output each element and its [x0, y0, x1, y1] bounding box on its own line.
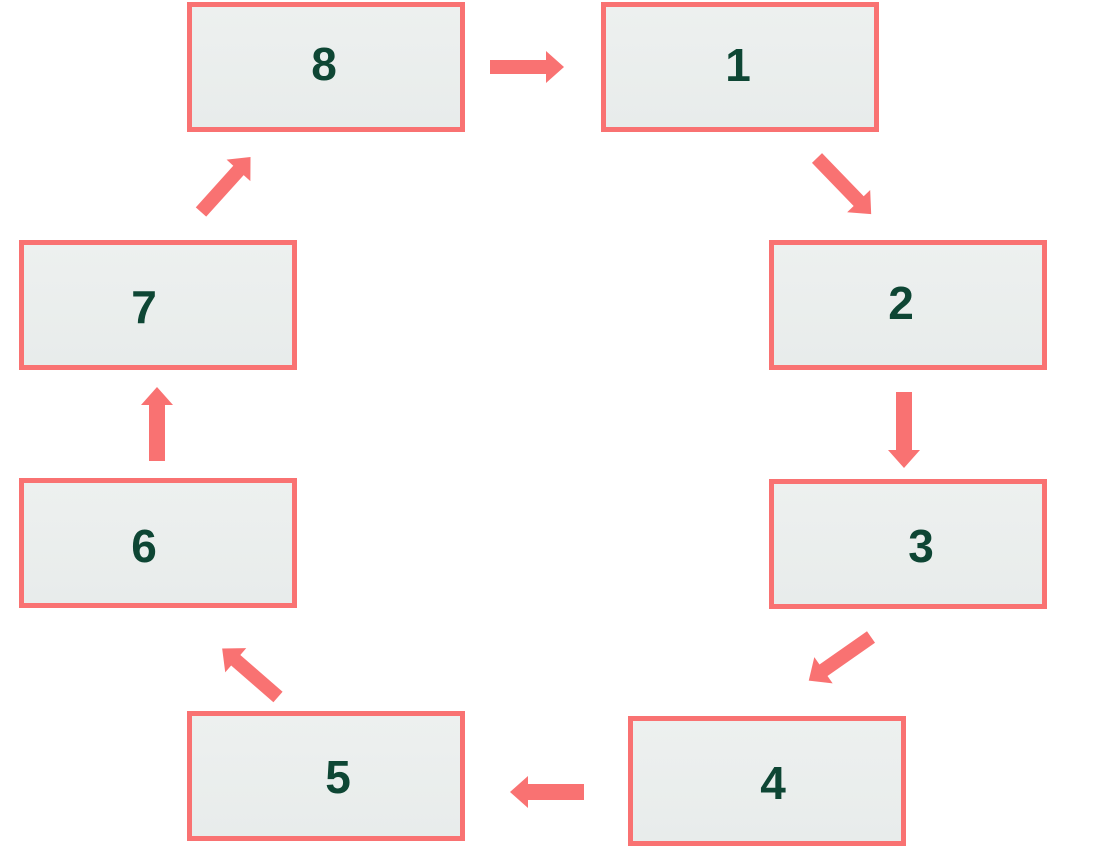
step-box-1: 1: [601, 2, 879, 132]
step-label-7: 7: [131, 281, 157, 333]
arrow-2-to-3: [888, 392, 920, 468]
arrow-5-to-6: [222, 648, 283, 703]
arrow-3-to-4: [808, 631, 876, 684]
step-label-4: 4: [760, 757, 786, 809]
step-box-4: 4: [628, 716, 906, 846]
step-label-6: 6: [131, 520, 157, 572]
arrow-7-to-8: [195, 157, 251, 217]
step-box-7: 7: [19, 240, 297, 370]
step-label-3: 3: [908, 520, 934, 572]
arrow-8-to-1: [490, 51, 564, 83]
arrow-4-to-5: [510, 776, 584, 808]
arrow-1-to-2: [811, 153, 872, 215]
step-box-5: 5: [187, 711, 465, 841]
step-label-1: 1: [725, 39, 751, 91]
step-box-8: 8: [187, 2, 465, 132]
step-label-8: 8: [311, 38, 337, 90]
step-label-5: 5: [325, 751, 351, 803]
step-box-6: 6: [19, 478, 297, 608]
step-box-2: 2: [769, 240, 1047, 370]
arrow-6-to-7: [141, 387, 173, 461]
step-label-2: 2: [888, 277, 914, 329]
step-box-3: 3: [769, 479, 1047, 609]
